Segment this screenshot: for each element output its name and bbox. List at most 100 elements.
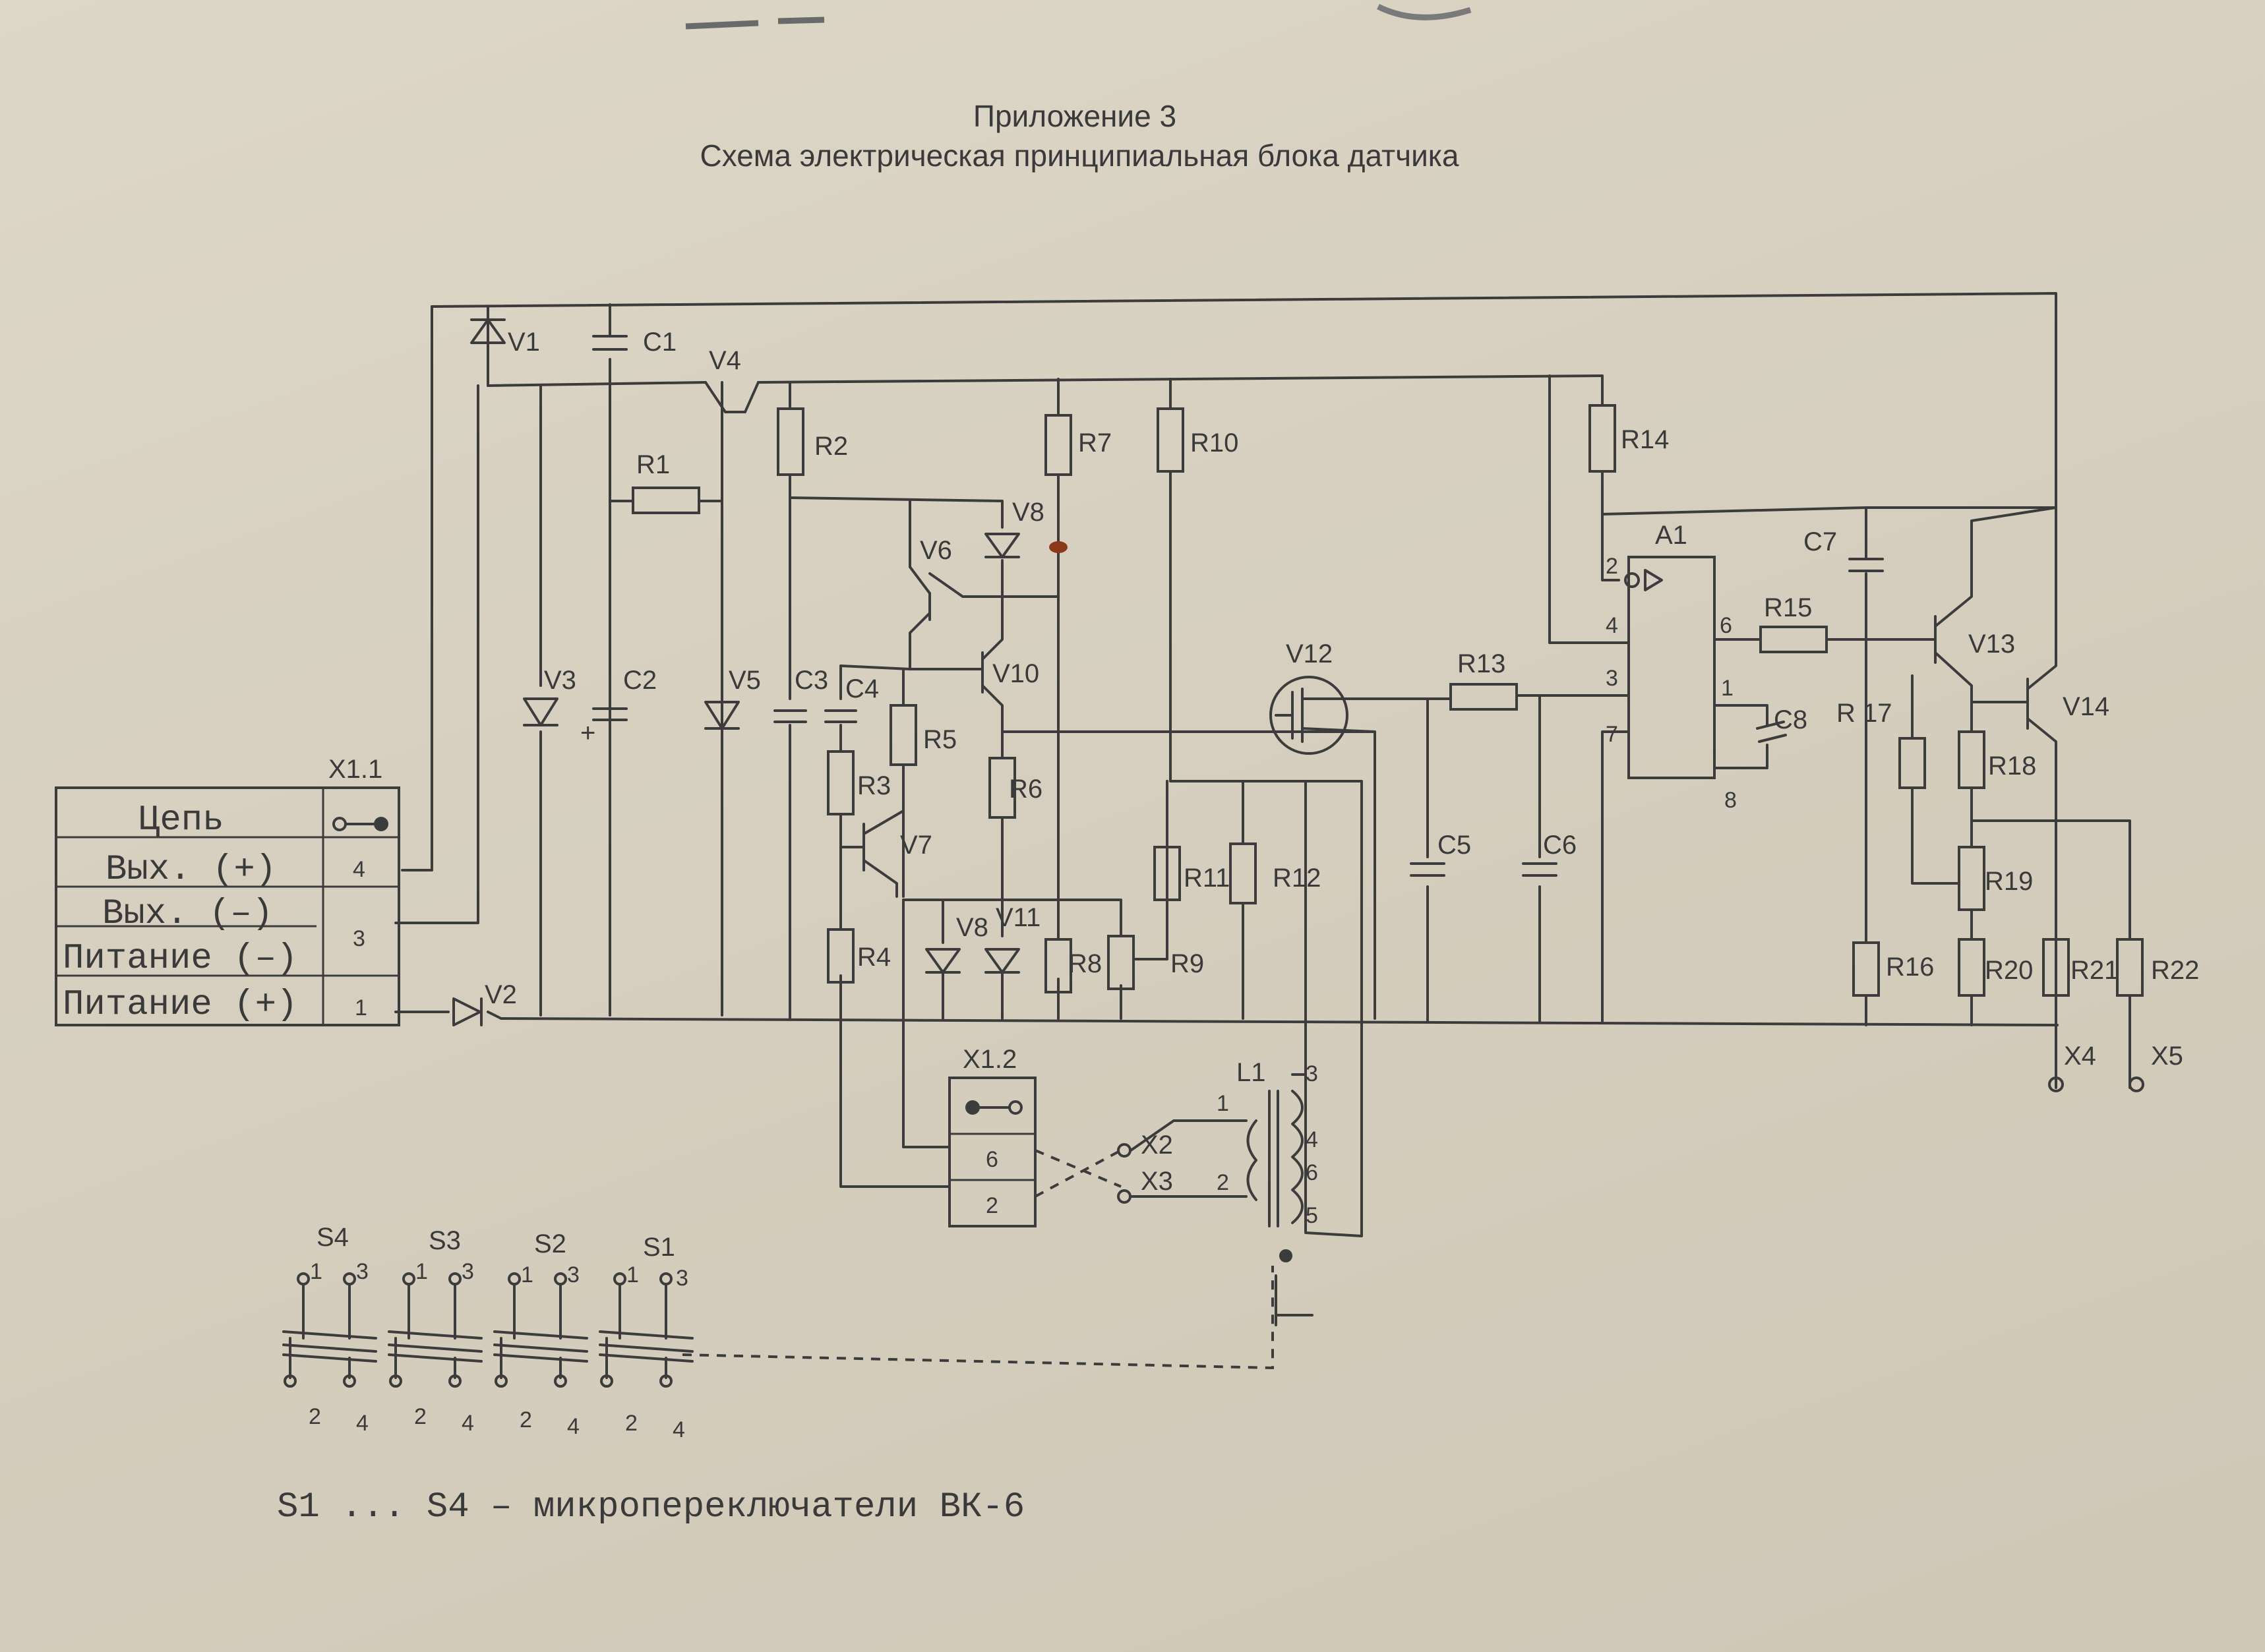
diode-v11 xyxy=(984,948,1020,974)
a1-pin-1: 1 xyxy=(1721,676,1734,701)
a1-pin-4: 4 xyxy=(1606,613,1618,638)
l1-pin-3: 3 xyxy=(1306,1061,1318,1086)
table-pin-2: 3 xyxy=(353,926,365,951)
main-wiring xyxy=(394,292,2131,1237)
capacitor-c3 xyxy=(773,709,807,723)
a1-invert-bubble xyxy=(1624,572,1640,588)
table-signal-4: Питание (+) xyxy=(63,985,297,1025)
a1-pin-3: 3 xyxy=(1606,666,1618,691)
label-v1: V1 xyxy=(508,328,540,357)
a1-triangle xyxy=(1644,569,1663,591)
wire-x2-l1 xyxy=(1130,1119,1248,1152)
diode-v5 xyxy=(704,701,740,730)
label-c7: C7 xyxy=(1803,527,1837,556)
label-r12: R12 xyxy=(1273,864,1321,893)
capacitor-c2 xyxy=(592,707,628,721)
connector-x1-2 xyxy=(948,1077,1037,1227)
switch-s4-name: S4 xyxy=(317,1223,349,1252)
switch-s4-pin1: 1 xyxy=(310,1259,322,1284)
marker-dot xyxy=(1049,541,1068,553)
label-v5: V5 xyxy=(729,666,761,695)
capacitor-c8 xyxy=(1756,721,1787,743)
switch-s1 xyxy=(599,1272,694,1388)
label-v2: V2 xyxy=(485,980,517,1009)
switch-s3 xyxy=(388,1272,483,1388)
label-r7: R7 xyxy=(1078,428,1112,457)
label-r20: R20 xyxy=(1985,956,2033,985)
switch-s3-name: S3 xyxy=(429,1226,461,1255)
switch-s2-pin3: 3 xyxy=(567,1262,580,1287)
table-pin-1: 4 xyxy=(353,857,365,882)
label-c1: C1 xyxy=(643,328,677,357)
resistor-r18 xyxy=(1958,730,1985,789)
label-r3: R3 xyxy=(857,771,891,800)
switch-s4-pin2: 2 xyxy=(309,1404,321,1429)
table-signal-0: Цепь xyxy=(138,800,224,841)
resistor-r7 xyxy=(1044,414,1072,476)
resistor-r4 xyxy=(827,928,855,984)
label-c2: C2 xyxy=(623,666,657,695)
switch-s2-name: S2 xyxy=(534,1229,566,1258)
switch-s2-pin4: 4 xyxy=(567,1414,580,1439)
switch-s3-pin2: 2 xyxy=(414,1404,427,1429)
label-a1: A1 xyxy=(1655,521,1687,550)
label-r6: R6 xyxy=(1009,775,1042,804)
label-x1-2: X1.2 xyxy=(963,1045,1017,1074)
label-c2-plus: + xyxy=(580,719,595,748)
label-r1: R1 xyxy=(636,450,670,479)
label-r2: R2 xyxy=(814,432,848,461)
label-r4: R4 xyxy=(857,943,891,972)
diode-v1 xyxy=(470,318,506,387)
terminal-x3 xyxy=(1117,1189,1132,1204)
label-v7: V7 xyxy=(900,831,932,860)
resistor-r21 xyxy=(2042,938,2070,997)
switch-s2-pin2: 2 xyxy=(520,1407,532,1432)
opamp-a1 xyxy=(1627,556,1716,779)
label-c8: C8 xyxy=(1774,705,1807,734)
table-signal-2: Вых. (–) xyxy=(102,894,273,934)
diode-v9 xyxy=(984,533,1020,558)
a1-pin-7: 7 xyxy=(1606,722,1618,747)
resistor-r5 xyxy=(890,704,917,766)
capacitor-c1 xyxy=(592,335,628,351)
label-x1-1: X1.1 xyxy=(328,755,382,784)
label-v12: V12 xyxy=(1286,639,1333,668)
resistor-r8 xyxy=(1044,938,1072,993)
diode-v8 xyxy=(925,948,961,974)
x12-pin-6: 6 xyxy=(986,1147,998,1172)
label-r21: R21 xyxy=(2070,956,2119,985)
label-x2: X2 xyxy=(1141,1131,1173,1160)
label-r5: R5 xyxy=(923,725,957,754)
label-v11: V11 xyxy=(996,903,1041,932)
label-c5: C5 xyxy=(1437,831,1471,860)
transistor-v12 xyxy=(1269,676,1376,755)
a1-pin-2: 2 xyxy=(1606,554,1618,579)
table-signal-3: Питание (–) xyxy=(63,939,297,979)
table-signal-1: Вых. (+) xyxy=(106,850,276,890)
capacitor-c6 xyxy=(1522,862,1557,877)
resistor-r10 xyxy=(1157,407,1184,473)
label-v14: V14 xyxy=(2063,692,2109,721)
label-r9: R9 xyxy=(1170,949,1204,978)
resistor-r20 xyxy=(1958,938,1985,997)
terminal-x4 xyxy=(2048,1077,2064,1092)
terminal-x2 xyxy=(1117,1143,1132,1158)
label-r13: R13 xyxy=(1457,649,1505,678)
wire-v7-x12 xyxy=(902,899,951,1148)
a1-pin-8: 8 xyxy=(1724,788,1737,813)
label-v8: V8 xyxy=(956,913,988,942)
potentiometer-r19 xyxy=(1958,846,1985,911)
label-v10: V10 xyxy=(992,659,1039,688)
l1-pin-1: 1 xyxy=(1217,1091,1229,1116)
switch-s2 xyxy=(493,1272,588,1388)
label-r16: R16 xyxy=(1886,953,1934,982)
resistor-r12 xyxy=(1229,842,1257,904)
switch-s3-pin3: 3 xyxy=(462,1259,474,1284)
label-x3: X3 xyxy=(1141,1167,1173,1196)
resistor-r14 xyxy=(1588,404,1616,473)
resistor-r15 xyxy=(1759,626,1828,653)
label-l1: L1 xyxy=(1236,1058,1266,1087)
switch-s2-pin1: 1 xyxy=(521,1262,533,1287)
switch-s3-pin1: 1 xyxy=(415,1259,428,1284)
